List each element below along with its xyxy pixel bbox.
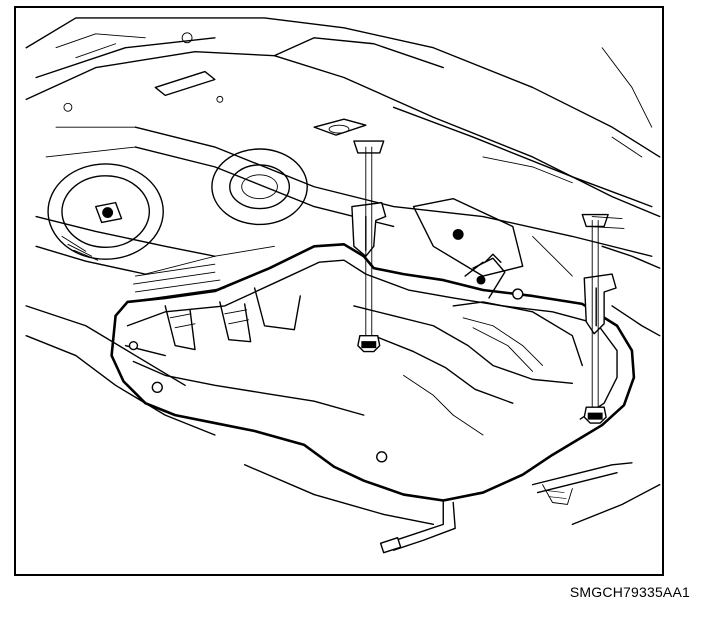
diagram-frame: [14, 6, 664, 576]
left-shield-bolt: [353, 140, 385, 353]
heat-shield-installation-drawing: [25, 17, 661, 554]
fuel-tank-heat-shield: [110, 243, 636, 554]
figure-reference-code: SMGCH79335AA1: [569, 584, 690, 600]
right-shield-bolt: [581, 213, 609, 424]
right-mounting-bracket: [583, 273, 617, 335]
left-mounting-bracket: [351, 201, 387, 257]
